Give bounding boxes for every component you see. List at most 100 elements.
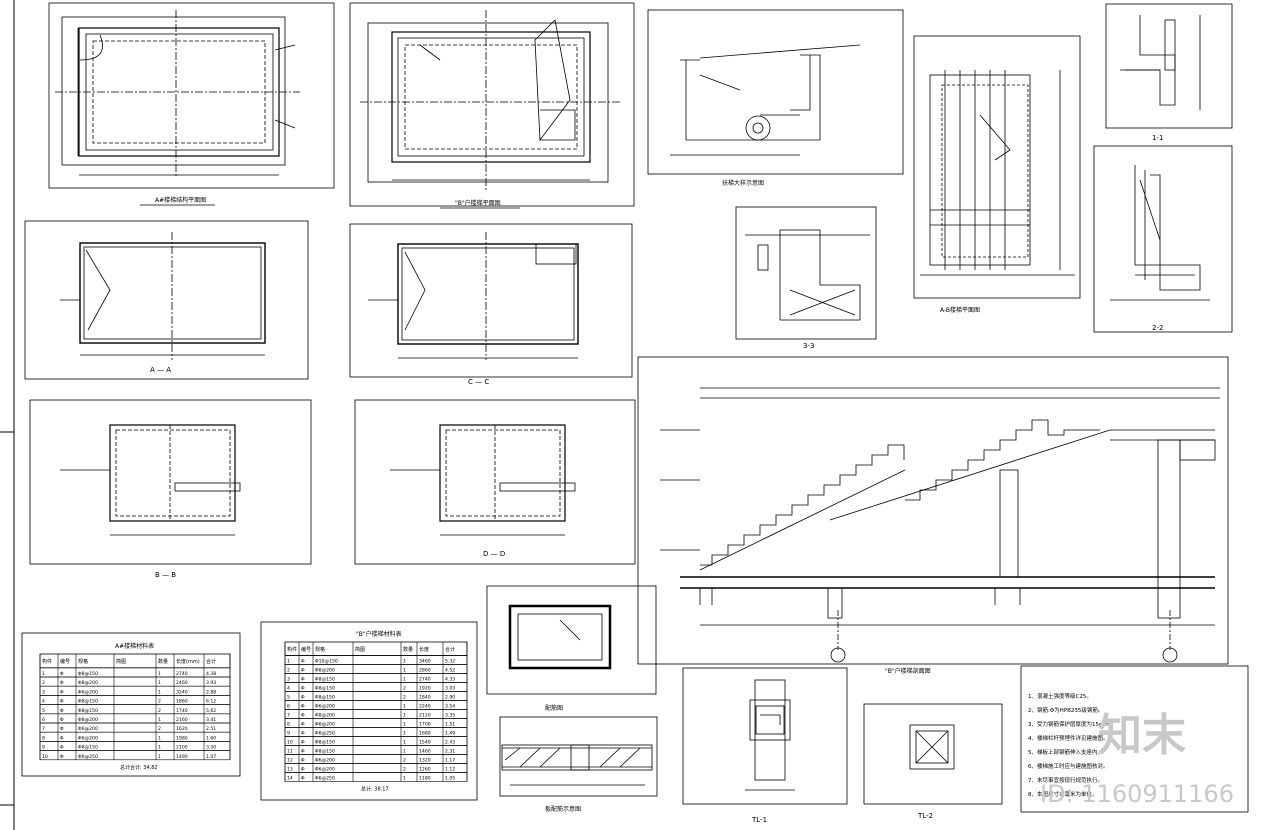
table-cell: 1 [287, 659, 290, 665]
table-cell: 2 [42, 680, 45, 686]
table-cell: 5.62 [206, 708, 216, 714]
table-header: 数量 [403, 646, 413, 653]
table-cell: 2 [158, 726, 161, 732]
table-cell: 3.30 [206, 745, 216, 751]
table-cell: Φ [60, 671, 64, 677]
table-cell: 9 [42, 745, 45, 751]
table-cell: 1.17 [445, 758, 455, 764]
table-cell: Φ8@150 [315, 749, 335, 755]
table-cell: Φ [60, 689, 64, 695]
note-item: 4、楼梯栏杆预埋件详见建施图。 [1028, 734, 1109, 742]
table-cell: Φ6@250 [78, 754, 98, 760]
table-cell: 1 [42, 671, 45, 677]
table-title: A#楼梯材料表 [115, 642, 154, 650]
panel-railing-detail [647, 9, 904, 175]
table-cell: Φ8@150 [315, 740, 335, 746]
table-cell: 2860 [419, 668, 431, 674]
table-b-frame [260, 621, 478, 801]
table-cell: 3.54 [445, 704, 455, 710]
table-cell: Φ8@150 [315, 677, 335, 683]
caption-plan-a: A#楼梯结构平面图 [155, 196, 206, 204]
panel-slab-detail [499, 716, 658, 797]
note-item: 7、未尽事宜按现行规范执行。 [1028, 776, 1103, 784]
table-cell: Φ [301, 704, 305, 710]
table-header: 规格 [315, 646, 325, 653]
watermark: 知末 ID: 1160911166 [1040, 710, 1234, 808]
table-cell: 1 [403, 722, 406, 728]
table-cell: 4.33 [445, 677, 455, 683]
table-cell: 1860 [176, 699, 188, 705]
table-cell: 1180 [419, 776, 431, 782]
caption-section-11: 1-1 [1152, 134, 1163, 142]
panel-section-dd [354, 399, 636, 565]
table-cell: Φ [301, 749, 305, 755]
table-header: 编号 [301, 646, 311, 653]
table-cell: 8 [287, 722, 290, 728]
table-cell: Φ8@200 [315, 713, 335, 719]
caption-section-bb: B — B [155, 571, 176, 579]
table-cell: Φ [301, 731, 305, 737]
note-item: 1、混凝土强度等级C25。 [1028, 692, 1092, 700]
table-cell: 2120 [419, 713, 431, 719]
caption-railing: 扶梯大样示意图 [722, 179, 764, 187]
table-cell: 2740 [176, 671, 188, 677]
table-cell: Φ8@150 [78, 708, 98, 714]
table-cell: 1260 [419, 767, 431, 773]
caption-tl2: TL-2 [917, 812, 933, 820]
table-cell: 1 [403, 749, 406, 755]
table-cell: 2460 [176, 680, 188, 686]
table-cell: Φ [60, 717, 64, 723]
table-cell: 2 [403, 758, 406, 764]
table-cell: 4 [287, 686, 290, 692]
table-cell: Φ6@200 [315, 758, 335, 764]
table-cell: Φ [301, 776, 305, 782]
panel-notes [1020, 665, 1249, 813]
table-cell: 1.07 [206, 754, 216, 760]
table-cell: Φ8@200 [78, 717, 98, 723]
panel-box-detail [486, 585, 657, 695]
table-a-frame [21, 632, 241, 777]
table-cell: 2100 [176, 745, 188, 751]
table-cell: 1 [158, 754, 161, 760]
table-cell: 1 [403, 740, 406, 746]
table-cell: Φ6@200 [315, 704, 335, 710]
table-cell: 3.41 [206, 717, 216, 723]
table-cell: Φ [60, 699, 64, 705]
table-cell: Φ8@150 [315, 695, 335, 701]
table-footer: 总计合计: 34.82 [120, 764, 158, 771]
table-cell: 14 [287, 776, 293, 782]
caption-plan-b: "B"户楼梯平面图 [455, 199, 501, 207]
table-cell: 1 [158, 745, 161, 751]
table-cell: Φ6@200 [315, 767, 335, 773]
table-cell: 1920 [419, 686, 431, 692]
note-item: 3、受力钢筋保护层厚度为15mm。 [1028, 720, 1115, 728]
section-3-3 [735, 206, 877, 340]
table-cell: 2.88 [206, 689, 216, 695]
table-cell: 2740 [419, 677, 431, 683]
panel-plan-a [48, 2, 335, 189]
table-cell: 1680 [419, 731, 431, 737]
table-cell: 1 [403, 713, 406, 719]
table-cell: 3.93 [206, 680, 216, 686]
panel-plan-b [349, 2, 635, 207]
table-cell: 1700 [419, 722, 431, 728]
table-cell: 2 [403, 695, 406, 701]
table-cell: Φ8@150 [78, 671, 98, 677]
panel-tl1 [682, 667, 848, 805]
caption-stair-section: "B"户楼梯剖面图 [885, 667, 931, 675]
table-header: 编号 [60, 658, 70, 665]
table-cell: 3 [287, 677, 290, 683]
table-cell: 2.43 [445, 740, 455, 746]
table-cell: 1 [158, 735, 161, 741]
table-cell: 1.05 [445, 776, 455, 782]
table-cell: 1.60 [206, 735, 216, 741]
table-cell: 9 [287, 731, 290, 737]
table-cell: 1540 [419, 740, 431, 746]
table-cell: Φ8@200 [78, 680, 98, 686]
table-cell: 1 [158, 671, 161, 677]
table-cell: 5 [287, 695, 290, 701]
table-cell: 2.51 [206, 726, 216, 732]
table-cell: 13 [287, 767, 293, 773]
table-cell: 5 [42, 708, 45, 714]
table-cell: 6 [287, 704, 290, 710]
